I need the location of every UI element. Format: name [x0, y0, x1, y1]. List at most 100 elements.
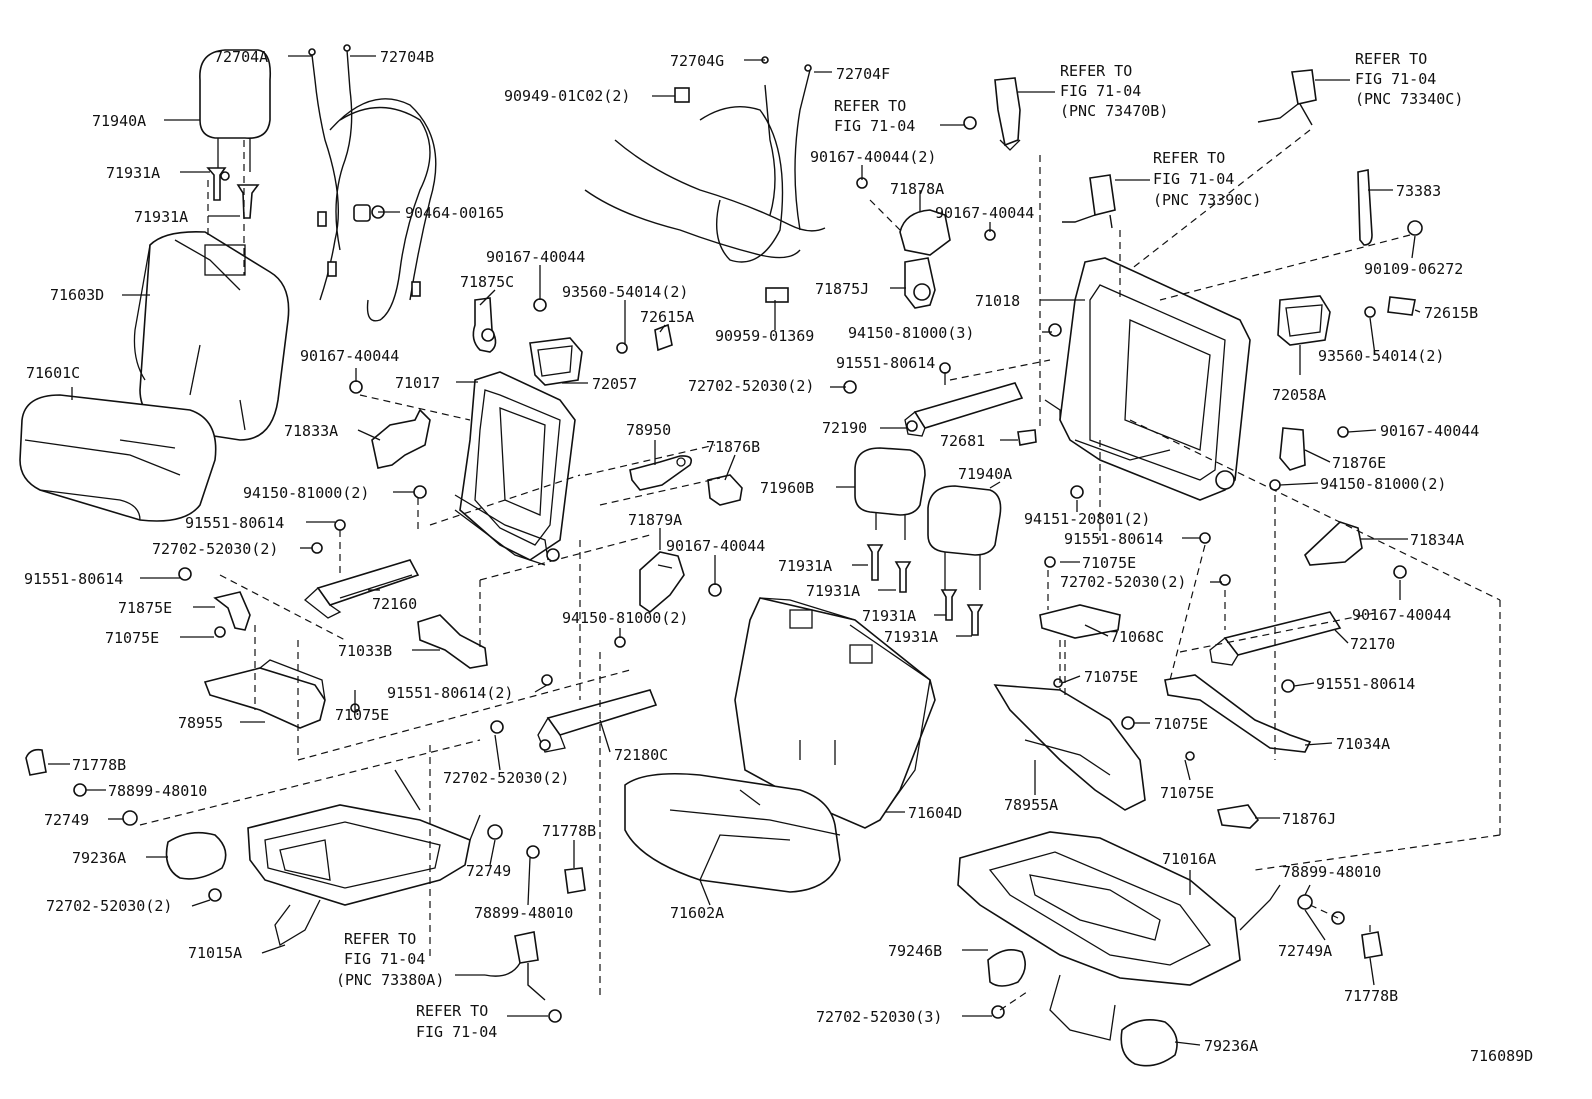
- guide-71931A-6-part: [966, 604, 984, 636]
- label-refer-4a: REFER TO: [1153, 149, 1225, 167]
- label-72702-52030-e: 72702-52030(2): [1060, 573, 1186, 591]
- cover-79246B-part: [987, 949, 1026, 987]
- label-79236A-2: 79236A: [1204, 1037, 1258, 1055]
- seat-cushion-left-part: [19, 394, 217, 522]
- label-72057: 72057: [592, 375, 637, 393]
- buckle-73380A-part: [484, 931, 546, 1001]
- label-72702-52030-a: 72702-52030(2): [152, 540, 278, 558]
- cap-71778B-left-part: [25, 748, 47, 776]
- fastener-group: [73, 116, 1407, 1023]
- label-91551-80614-c: 91551-80614(2): [387, 684, 513, 702]
- release-cable-right-part: [584, 56, 826, 303]
- label-refer-1a: REFER TO: [834, 97, 906, 115]
- label-94150-81000-b: 94150-81000(2): [562, 609, 688, 627]
- bracket-71875E-part: [213, 591, 251, 631]
- label-73383: 73383: [1396, 182, 1441, 200]
- bracket-71876J-part: [1217, 804, 1260, 829]
- label-71017: 71017: [395, 374, 440, 392]
- label-71601C: 71601C: [26, 364, 80, 382]
- seat-track-72180C-part: [537, 689, 658, 753]
- label-71875C: 71875C: [460, 273, 514, 291]
- label-refer-4c: (PNC 73390C): [1153, 191, 1261, 209]
- label-78955: 78955: [178, 714, 223, 732]
- headrest-guide-left-part: [206, 167, 260, 219]
- label-78955A: 78955A: [1004, 796, 1058, 814]
- label-90167-40044-g: 90167-40044: [1352, 606, 1451, 624]
- label-72704F: 72704F: [836, 65, 890, 83]
- label-94150-81000-d: 94150-81000(2): [1320, 475, 1446, 493]
- label-72749-2: 72749: [466, 862, 511, 880]
- bracket-78955A-part: [993, 684, 1146, 811]
- label-72702-52030-f: 72702-52030(3): [816, 1008, 942, 1026]
- label-71875E: 71875E: [118, 599, 172, 617]
- label-78899-48010-b: 78899-48010: [474, 904, 573, 922]
- label-refer-3c: (PNC 73340C): [1355, 90, 1463, 108]
- label-90167-40044-a: 90167-40044: [486, 248, 585, 266]
- cover-71834A-part: [1304, 521, 1363, 566]
- label-71778B-1: 71778B: [72, 756, 126, 774]
- label-71833A: 71833A: [284, 422, 338, 440]
- label-71075E-2: 71075E: [335, 706, 389, 724]
- label-90949-01C02: 90949-01C02(2): [504, 87, 630, 105]
- label-91551-80614-b: 91551-80614: [24, 570, 123, 588]
- cover-71879A-part: [639, 551, 685, 614]
- label-72615A: 72615A: [640, 308, 694, 326]
- label-refer-5a: REFER TO: [344, 930, 416, 948]
- bolt-90109-part: [1407, 220, 1423, 236]
- label-90167-40044-b: 90167-40044: [300, 347, 399, 365]
- bracket-71876B-part: [707, 474, 743, 506]
- seat-track-72160-part: [303, 559, 420, 619]
- label-71931A-5: 71931A: [862, 607, 916, 625]
- label-71015A: 71015A: [188, 944, 242, 962]
- seatback-frame-left-part: [454, 371, 576, 566]
- label-71075E-4: 71075E: [1084, 668, 1138, 686]
- label-79236A-1: 79236A: [72, 849, 126, 867]
- label-71931A-2: 71931A: [134, 208, 188, 226]
- label-79246B: 79246B: [888, 942, 942, 960]
- cap-71778B-mid-part: [564, 867, 586, 894]
- label-71879A: 71879A: [628, 511, 682, 529]
- label-71778B-3: 71778B: [1344, 987, 1398, 1005]
- label-71931A-1: 71931A: [106, 164, 160, 182]
- cover-79236A-left-part: [165, 831, 227, 880]
- guide-71931A-5-part: [940, 589, 958, 621]
- seat-frame-71015A-part: [247, 769, 481, 947]
- label-71940A-2: 71940A: [958, 465, 1012, 483]
- label-71931A-6: 71931A: [884, 628, 938, 646]
- seat-cushion-71602A-part: [624, 772, 841, 893]
- label-71876J: 71876J: [1282, 810, 1336, 828]
- label-71960B: 71960B: [760, 479, 814, 497]
- label-71033B: 71033B: [338, 642, 392, 660]
- label-72704G: 72704G: [670, 52, 724, 70]
- label-91551-80614-d: 91551-80614: [836, 354, 935, 372]
- label-72058A: 72058A: [1272, 386, 1326, 404]
- label-refer-6b: FIG 71-04: [416, 1023, 497, 1041]
- label-refer-2a: REFER TO: [1060, 62, 1132, 80]
- guide-71931A-4-part: [894, 561, 912, 593]
- assembly-dashed-lines: [139, 129, 1501, 1011]
- label-71931A-4: 71931A: [806, 582, 860, 600]
- label-72702-52030-b: 72702-52030(2): [443, 769, 569, 787]
- label-refer-5c: (PNC 73380A): [336, 971, 444, 989]
- label-71876B: 71876B: [706, 438, 760, 456]
- buckle-73390C-part: [1062, 174, 1116, 229]
- release-cable-left-part: [308, 44, 437, 322]
- label-72615B: 72615B: [1424, 304, 1478, 322]
- label-72190: 72190: [822, 419, 867, 437]
- label-71075E-3: 71075E: [1082, 554, 1136, 572]
- label-71834A: 71834A: [1410, 531, 1464, 549]
- hinge-bracket-71875C-part: [472, 297, 497, 353]
- lock-72057-part: [529, 337, 583, 386]
- leader-lines: [48, 55, 1421, 1046]
- label-78899-48010-c: 78899-48010: [1282, 863, 1381, 881]
- label-refer-5b: FIG 71-04: [344, 950, 425, 968]
- cap-71778B-right-part: [1361, 931, 1383, 959]
- label-71075E-1: 71075E: [105, 629, 159, 647]
- label-72702-52030-d: 72702-52030(2): [688, 377, 814, 395]
- callout-labels: 72704A 72704B 71940A 71931A 71931A 71603…: [24, 48, 1533, 1065]
- cover-72615B-part: [1387, 296, 1416, 316]
- label-90109-06272: 90109-06272: [1364, 260, 1463, 278]
- headrest-left-part: [199, 49, 272, 172]
- label-72702-52030-c: 72702-52030(2): [46, 897, 172, 915]
